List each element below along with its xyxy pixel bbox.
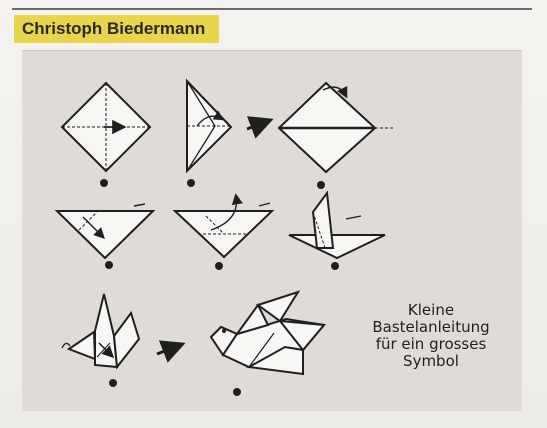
instruction-caption: Kleine Bastelanleitung für ein grosses S…	[352, 302, 510, 370]
top-rule	[12, 8, 532, 10]
step-3-marker	[317, 181, 325, 189]
step-6-marker	[331, 262, 339, 270]
step-2-marker	[187, 179, 195, 187]
caption-line-1: Kleine	[407, 301, 455, 319]
step-7-marker	[109, 379, 117, 387]
step-7-figure	[61, 293, 141, 370]
step-4-marker	[105, 261, 113, 269]
caption-line-2: Bastelanleitung	[372, 318, 490, 336]
step-5-marker	[215, 262, 223, 270]
step-1-figure	[60, 81, 152, 173]
caption-line-3: für ein grosses	[375, 335, 487, 353]
step-5-figure	[172, 193, 275, 259]
step-8-marker	[233, 388, 241, 396]
caption-line-4: Symbol	[403, 352, 459, 370]
step-arrow-7-8	[156, 340, 186, 363]
author-highlight	[14, 15, 219, 43]
step-2-figure	[186, 78, 233, 174]
step-4-figure	[54, 203, 156, 260]
step-3-figure	[277, 81, 393, 174]
step-1-marker	[100, 179, 108, 187]
step-8-figure	[209, 290, 326, 376]
step-6-figure	[288, 190, 386, 260]
author-name: Christoph Biedermann	[22, 19, 206, 38]
step-arrow-2-3	[246, 116, 274, 139]
